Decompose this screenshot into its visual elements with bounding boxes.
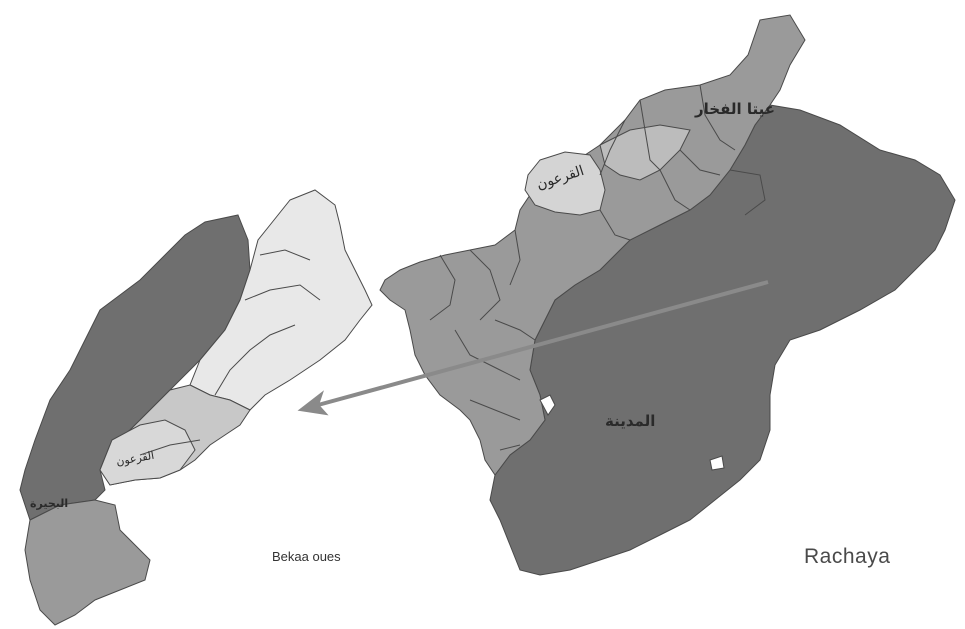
map-caption-rachaya: Rachaya <box>804 545 891 568</box>
region-label-aita-fakhar: عيتا الفخار <box>695 100 775 118</box>
bekaa-internal-borders <box>139 249 321 456</box>
direction-arrow <box>297 280 769 416</box>
rachaya-enclave-2 <box>709 455 725 471</box>
bekaa-south-region <box>24 499 151 626</box>
bekaa-west-map <box>19 189 373 626</box>
map-caption-bekaa-west: Bekaa oues <box>272 549 341 564</box>
bekaa-lightest-region <box>189 189 373 411</box>
rachaya-internal-borders <box>429 84 766 451</box>
rachaya-enclave <box>539 394 556 416</box>
region-label-bhayra: البحيرة <box>30 497 69 510</box>
region-label-mdina: المدينة <box>605 412 656 430</box>
rachaya-qaroun-region <box>524 151 606 216</box>
rachaya-map <box>379 14 956 576</box>
